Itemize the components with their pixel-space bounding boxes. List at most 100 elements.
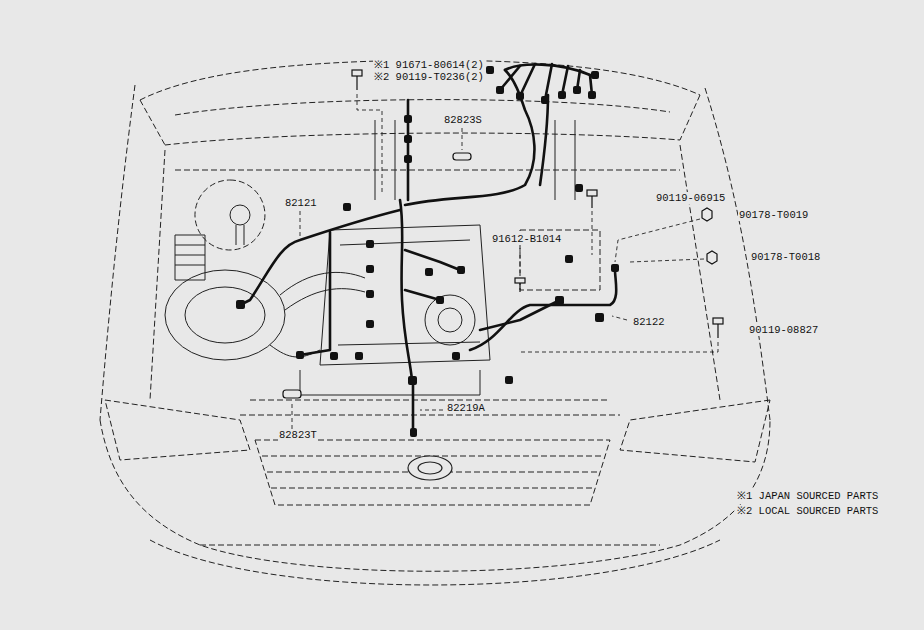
connector bbox=[404, 135, 412, 143]
leader-line bbox=[300, 211, 301, 238]
engine-parts bbox=[425, 295, 475, 345]
fastener-symbol bbox=[591, 196, 592, 208]
connector bbox=[366, 290, 374, 298]
leader-line bbox=[520, 342, 718, 352]
car-body-outline bbox=[150, 540, 720, 585]
connector bbox=[588, 91, 596, 99]
wire-harness bbox=[240, 64, 616, 435]
clip-symbol bbox=[283, 390, 301, 398]
part-number: ※2 90119-T0236(2) bbox=[373, 71, 485, 83]
fastener-symbol bbox=[713, 318, 723, 324]
connector bbox=[410, 428, 417, 437]
part-number: 82121 bbox=[284, 197, 318, 209]
wire-harness bbox=[412, 385, 415, 435]
car-body-outline bbox=[262, 456, 604, 488]
engine-parts bbox=[165, 120, 575, 395]
connector bbox=[591, 71, 599, 79]
car-body-outline bbox=[240, 400, 620, 415]
leader-line bbox=[630, 259, 704, 262]
connector bbox=[496, 86, 504, 94]
fastener-symbol bbox=[515, 278, 525, 283]
engine-parts bbox=[438, 308, 462, 332]
fastener-symbol bbox=[702, 208, 712, 221]
connector bbox=[366, 320, 374, 328]
fastener-symbol bbox=[717, 324, 718, 338]
engine-parts bbox=[175, 235, 205, 280]
connector bbox=[366, 240, 374, 248]
connector bbox=[355, 352, 363, 360]
fastener-symbol bbox=[707, 251, 717, 264]
car-body-outline bbox=[175, 170, 680, 171]
connector bbox=[457, 266, 465, 274]
part-number: 82219A bbox=[446, 402, 486, 414]
car-body-outline bbox=[140, 95, 700, 145]
leader-line bbox=[420, 410, 443, 411]
fastener-symbol bbox=[356, 76, 357, 90]
engine-parts bbox=[270, 345, 320, 357]
part-number: 82122 bbox=[632, 316, 666, 328]
part-number: 82823T bbox=[278, 429, 318, 441]
connector bbox=[573, 86, 581, 94]
connector bbox=[236, 66, 619, 437]
wire-harness bbox=[480, 300, 560, 330]
wire-harness bbox=[500, 64, 592, 100]
car-body-outline bbox=[175, 100, 670, 115]
wire-harness bbox=[540, 95, 548, 185]
connector bbox=[452, 352, 460, 360]
car-body-outline bbox=[100, 60, 770, 585]
engine-parts bbox=[320, 225, 490, 365]
connector bbox=[236, 300, 245, 309]
connector bbox=[611, 264, 619, 272]
connector bbox=[425, 268, 433, 276]
car-body-outline bbox=[150, 145, 720, 400]
connector bbox=[595, 313, 604, 322]
car-body-outline bbox=[165, 133, 680, 145]
car-body-outline bbox=[100, 420, 770, 571]
wire-harness bbox=[405, 250, 460, 300]
part-number: 90178-T0019 bbox=[738, 209, 809, 221]
note-text: ※1 JAPAN SOURCED PARTS bbox=[736, 490, 879, 502]
car-body-outline bbox=[105, 400, 250, 460]
connector bbox=[555, 296, 564, 305]
wire-harness bbox=[300, 232, 330, 355]
connector bbox=[558, 91, 566, 99]
emblem bbox=[418, 462, 442, 474]
engine-parts bbox=[236, 225, 244, 245]
connector bbox=[366, 265, 374, 273]
fastener-symbol bbox=[519, 283, 520, 292]
fastener-symbol bbox=[587, 190, 597, 196]
engine-parts bbox=[280, 272, 365, 310]
connector bbox=[404, 155, 412, 163]
part-number: ※1 91671-80614(2) bbox=[373, 59, 485, 71]
part-number: 90178-T0018 bbox=[750, 251, 821, 263]
fastener-symbol bbox=[352, 70, 362, 76]
leader-line bbox=[592, 211, 593, 255]
fastener-symbol bbox=[352, 70, 723, 338]
clip-symbol bbox=[283, 153, 471, 398]
car-body-outline bbox=[620, 400, 770, 462]
connector bbox=[541, 96, 549, 104]
leader-line bbox=[292, 94, 718, 429]
connector bbox=[330, 352, 338, 360]
note-text: ※2 LOCAL SOURCED PARTS bbox=[736, 505, 879, 517]
leader-line bbox=[357, 94, 382, 195]
connector bbox=[296, 351, 304, 359]
connector bbox=[408, 376, 417, 385]
leader-line bbox=[612, 316, 627, 320]
wire-harness bbox=[470, 270, 616, 350]
leader-line bbox=[292, 401, 293, 429]
connector bbox=[404, 115, 412, 123]
clip-symbol bbox=[453, 153, 471, 160]
connector bbox=[486, 66, 494, 74]
engine-parts bbox=[230, 205, 250, 225]
connector bbox=[436, 296, 444, 304]
leader-line bbox=[462, 128, 463, 150]
car-body-outline bbox=[140, 60, 700, 100]
connector bbox=[575, 184, 583, 192]
connector bbox=[343, 203, 351, 211]
engine-parts bbox=[165, 270, 285, 360]
leader-line bbox=[520, 248, 521, 275]
engine-parts bbox=[300, 370, 480, 395]
